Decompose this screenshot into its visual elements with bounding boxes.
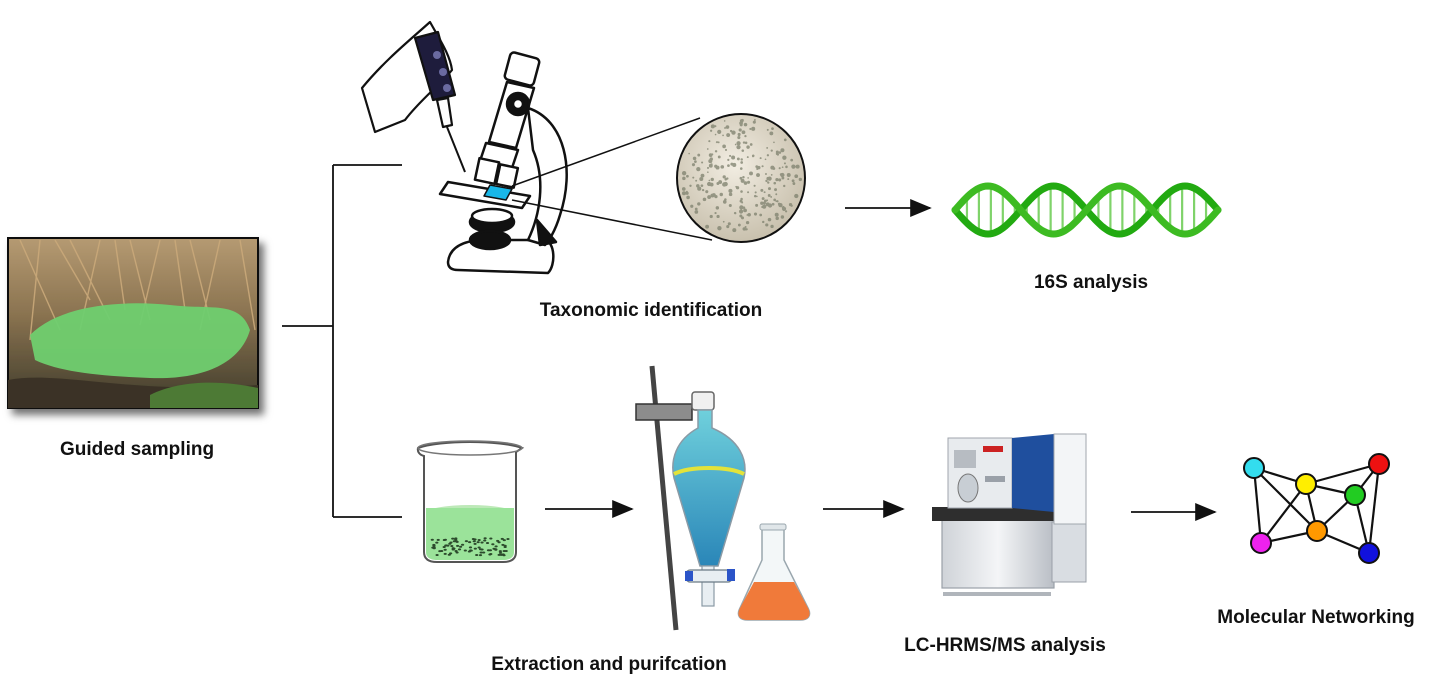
label-lc-hrms: LC-HRMS/MS analysis — [904, 635, 1106, 656]
label-extraction: Extraction and purifcation — [491, 654, 726, 675]
network-node — [1368, 453, 1390, 475]
mass-spectrometer-icon — [932, 433, 1087, 596]
network-node — [1295, 473, 1317, 495]
network-node — [1344, 484, 1366, 506]
network-edge — [1305, 462, 1380, 486]
network-edge — [1260, 483, 1307, 544]
network-edge — [1253, 467, 1318, 532]
algae-mat — [30, 303, 250, 379]
dna-helix-icon — [951, 182, 1222, 238]
sampling-photo — [7, 237, 259, 409]
slide-sample — [483, 184, 513, 201]
network-node — [1243, 457, 1265, 479]
micrograph-circle — [676, 113, 806, 243]
beaker-icon — [416, 440, 525, 563]
network-edge — [1367, 463, 1381, 554]
microscope-icon — [438, 51, 568, 275]
label-molecular-networking: Molecular Networking — [1217, 607, 1414, 628]
label-taxonomic-identification: Taxonomic identification — [540, 300, 762, 321]
separatory-funnel-icon — [635, 365, 811, 631]
network-edge — [1252, 467, 1263, 544]
branch-connector — [282, 164, 402, 518]
label-guided-sampling: Guided sampling — [60, 439, 214, 460]
network-node — [1250, 532, 1272, 554]
network-node — [1306, 520, 1328, 542]
magnification-lines — [511, 117, 713, 241]
molecular-network-icon — [1243, 453, 1390, 564]
network-node — [1358, 542, 1380, 564]
label-16s-analysis: 16S analysis — [1034, 272, 1148, 293]
pipette-icon — [360, 20, 466, 173]
